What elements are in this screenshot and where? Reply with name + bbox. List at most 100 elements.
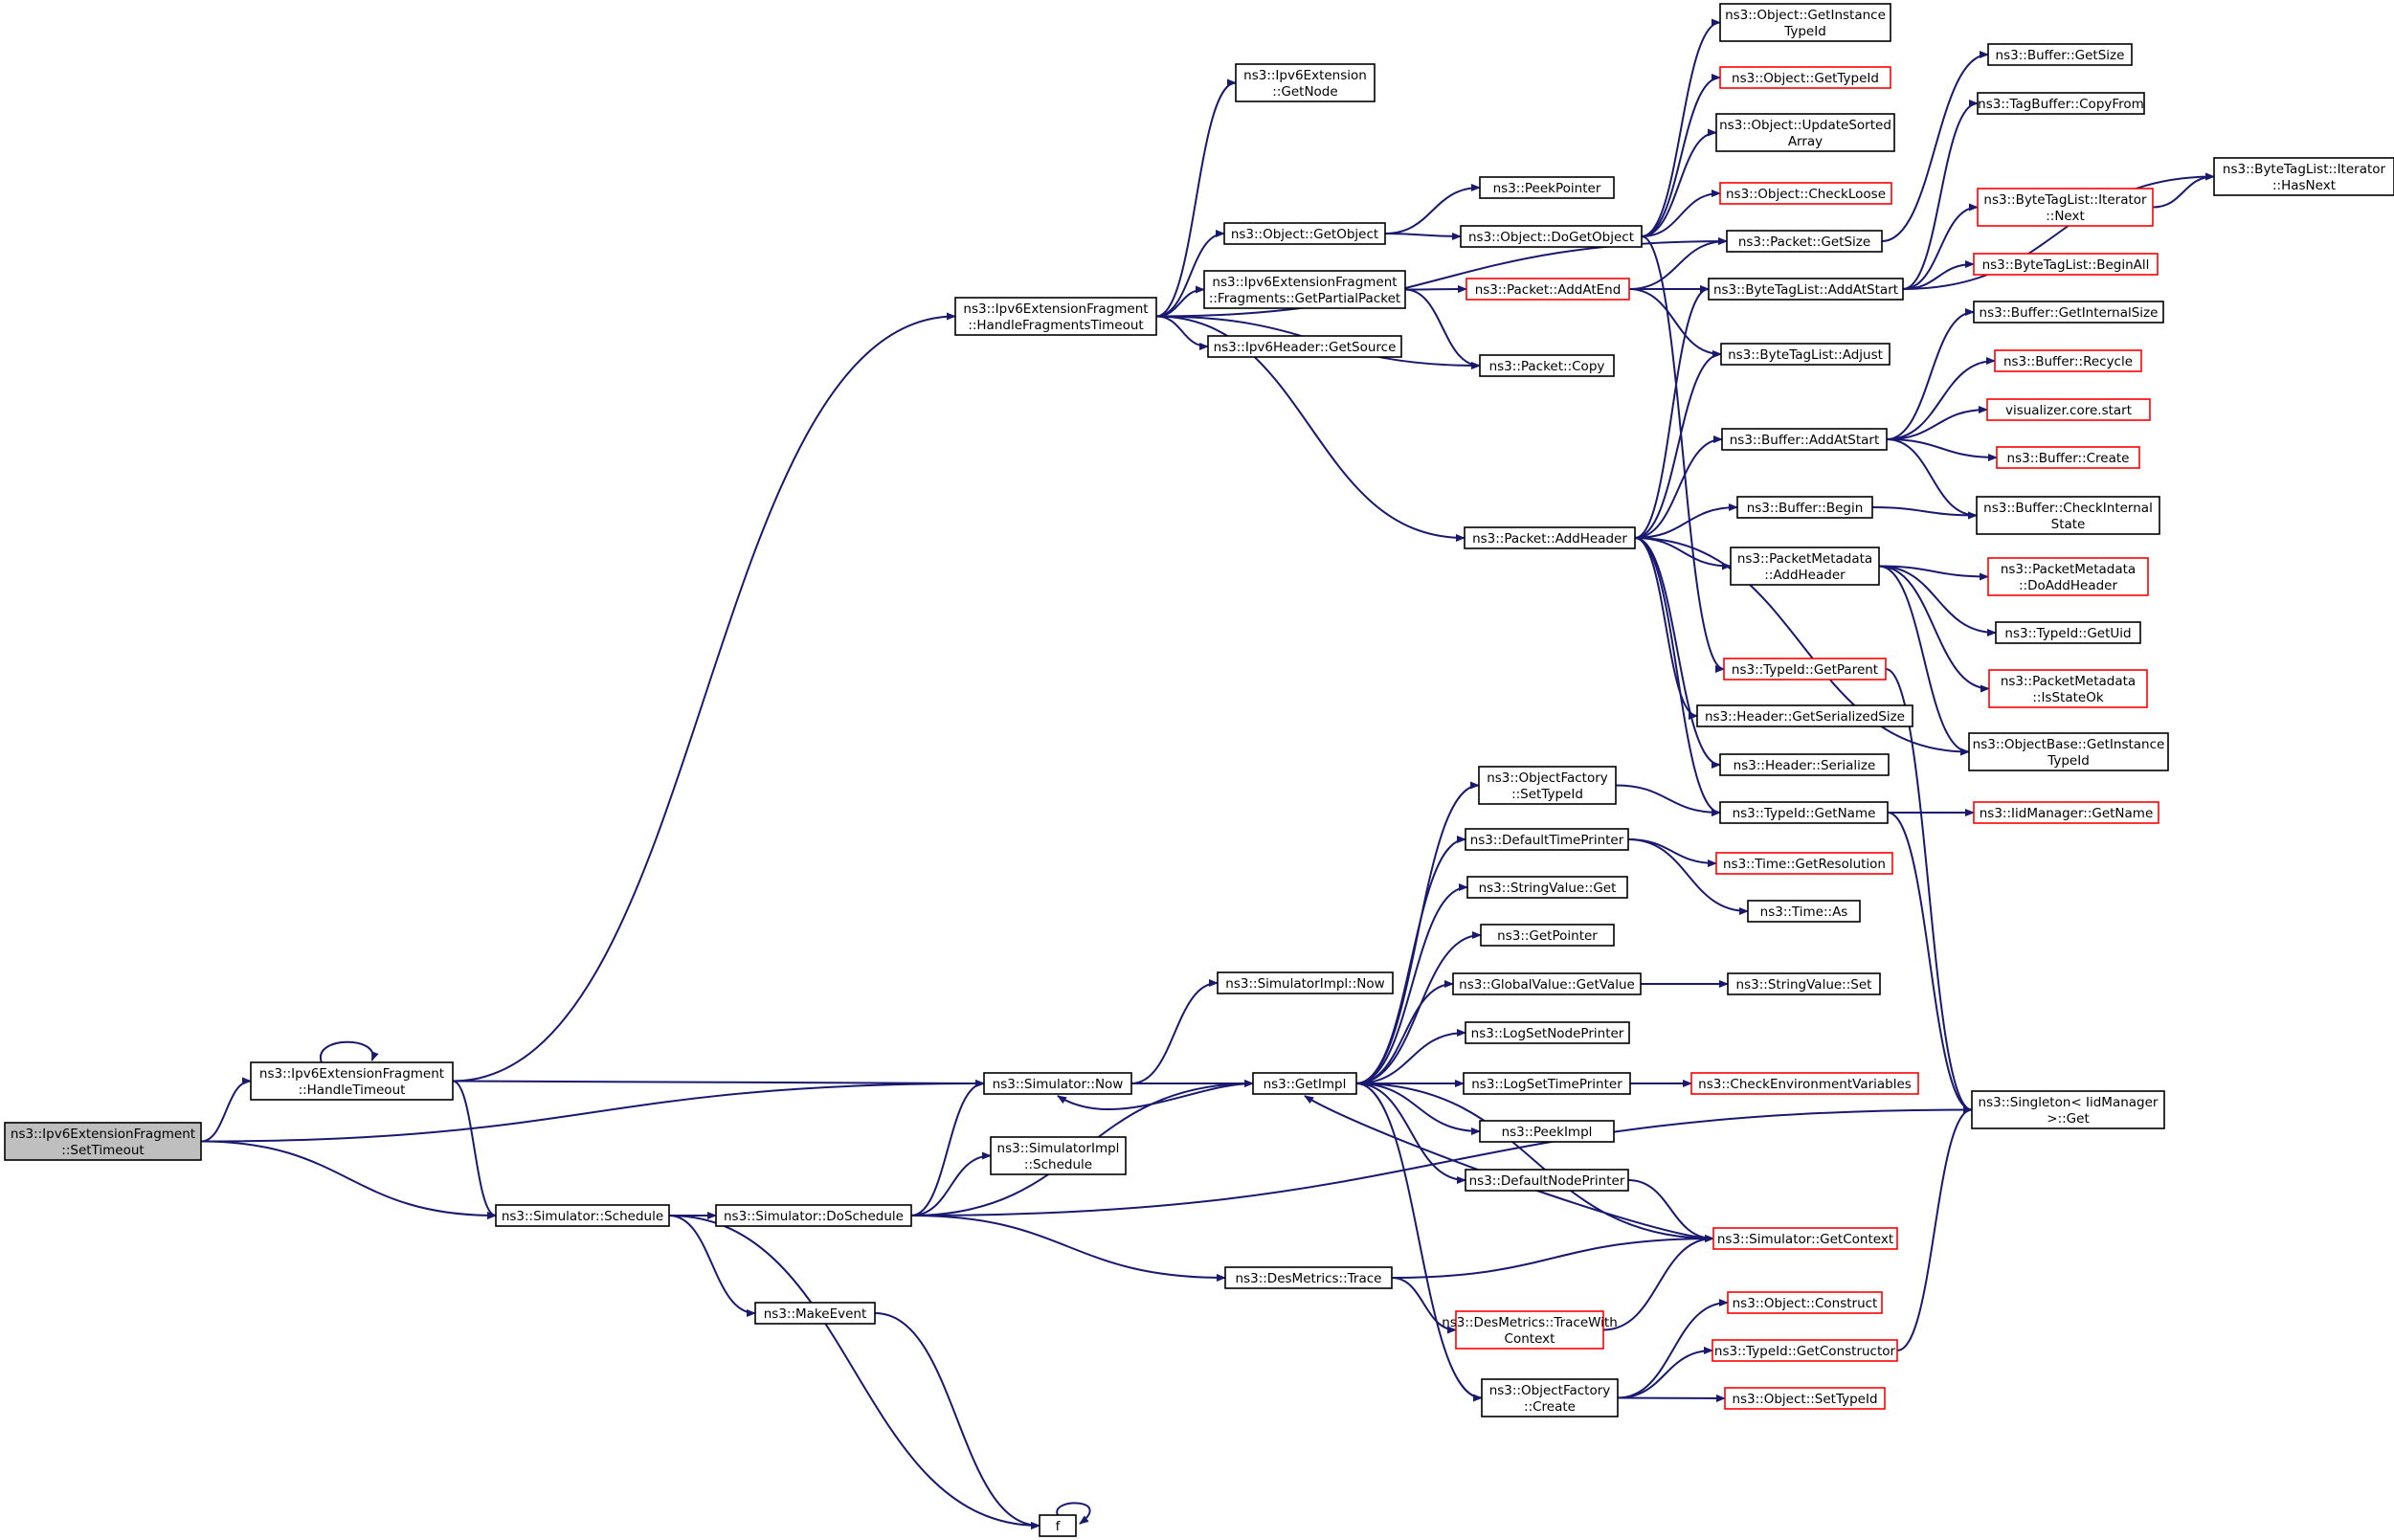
- call-edge: [1155, 315, 1209, 350]
- function-node-btlIterNext[interactable]: ns3::ByteTagList::Iterator::Next: [1977, 188, 2154, 227]
- function-node-desTrace[interactable]: ns3::DesMetrics::Trace: [1224, 1266, 1393, 1289]
- function-node-typeIdGetUid[interactable]: ns3::TypeId::GetUid: [1995, 621, 2141, 644]
- function-node-pmIsStateOk[interactable]: ns3::PacketMetadata::IsStateOk: [1988, 669, 2148, 708]
- function-node-pktCopy[interactable]: ns3::Packet::Copy: [1479, 354, 1615, 377]
- function-node-root[interactable]: ns3::Ipv6ExtensionFragment::SetTimeout: [4, 1122, 202, 1161]
- call-edge: [1886, 438, 1978, 520]
- function-node-iidGetName[interactable]: ns3::IidManager::GetName: [1973, 801, 2159, 824]
- node-label: ns3::Object::GetObject: [1231, 227, 1378, 242]
- function-node-tagCopyFrom[interactable]: ns3::TagBuffer::CopyFrom: [1977, 92, 2145, 115]
- function-node-getImpl[interactable]: ns3::GetImpl: [1252, 1072, 1357, 1095]
- function-node-handleFragTimeout[interactable]: ns3::Ipv6ExtensionFragment::HandleFragme…: [954, 297, 1157, 336]
- function-node-pmDoAddHeader[interactable]: ns3::PacketMetadata::DoAddHeader: [1987, 557, 2149, 596]
- function-node-gvGetValue[interactable]: ns3::GlobalValue::GetValue: [1452, 972, 1642, 995]
- function-node-checkLoose[interactable]: ns3::Object::CheckLoose: [1719, 182, 1892, 205]
- function-node-ofCreate[interactable]: ns3::ObjectFactory::Create: [1481, 1378, 1619, 1417]
- function-node-getPointer[interactable]: ns3::GetPointer: [1480, 924, 1615, 947]
- function-node-ofSetTypeId[interactable]: ns3::ObjectFactory::SetTypeId: [1478, 766, 1617, 805]
- function-node-simImplNow[interactable]: ns3::SimulatorImpl::Now: [1217, 971, 1394, 994]
- node-label: ns3::Header::GetSerializedSize: [1705, 709, 1905, 725]
- function-node-btlIterHasNext[interactable]: ns3::ByteTagList::Iterator::HasNext: [2213, 157, 2394, 196]
- function-node-typeIdGetParent[interactable]: ns3::TypeId::GetParent: [1723, 658, 1887, 681]
- function-node-peekPointer[interactable]: ns3::PeekPointer: [1479, 176, 1615, 199]
- call-edge: [1634, 503, 1738, 539]
- function-node-logSetNodePrinter[interactable]: ns3::LogSetNodePrinter: [1465, 1021, 1630, 1044]
- function-node-bufAddAtStart[interactable]: ns3::Buffer::AddAtStart: [1721, 428, 1888, 451]
- function-node-bufRecycle[interactable]: ns3::Buffer::Recycle: [1994, 349, 2142, 372]
- function-node-extGetNode[interactable]: ns3::Ipv6Extension::GetNode: [1235, 63, 1376, 102]
- node-label: ns3::CheckEnvironmentVariables: [1698, 1077, 1912, 1092]
- node-label: ns3::Buffer::CheckInternal: [1983, 501, 2153, 516]
- function-node-checkEnvVars[interactable]: ns3::CheckEnvironmentVariables: [1690, 1072, 1919, 1095]
- node-label: ::IsStateOk: [2032, 690, 2103, 705]
- node-label: ns3::IidManager::GetName: [1980, 806, 2154, 821]
- call-edge: [910, 1105, 1973, 1216]
- function-node-pmAddHeader[interactable]: ns3::PacketMetadata::AddHeader: [1730, 547, 1880, 586]
- function-node-typeIdGetName[interactable]: ns3::TypeId::GetName: [1719, 801, 1889, 824]
- function-node-simSchedule[interactable]: ns3::Simulator::Schedule: [495, 1204, 670, 1227]
- function-node-typeIdGetCtor[interactable]: ns3::TypeId::GetConstructor: [1712, 1339, 1898, 1362]
- node-label: ns3::Object::UpdateSorted: [1719, 118, 1891, 133]
- function-node-btlAddAtStart[interactable]: ns3::ByteTagList::AddAtStart: [1708, 278, 1904, 301]
- function-node-btlAdjust[interactable]: ns3::ByteTagList::Adjust: [1720, 343, 1891, 366]
- function-node-doGetObject[interactable]: ns3::Object::DoGetObject: [1460, 225, 1643, 248]
- call-edge: [1878, 565, 1997, 636]
- function-node-getPartialPacket[interactable]: ns3::Ipv6ExtensionFragment::Fragments::G…: [1203, 270, 1406, 309]
- function-node-btlBeginAll[interactable]: ns3::ByteTagList::BeginAll: [1973, 253, 2159, 276]
- function-node-bufCreate[interactable]: ns3::Buffer::Create: [1996, 446, 2140, 469]
- function-node-makeEvent[interactable]: ns3::MakeEvent: [754, 1302, 876, 1325]
- function-node-defNodePrinter[interactable]: ns3::DefaultNodePrinter: [1465, 1169, 1629, 1192]
- call-edge: [1641, 74, 1721, 237]
- function-node-objGetObject[interactable]: ns3::Object::GetObject: [1223, 222, 1386, 245]
- function-node-objConstruct[interactable]: ns3::Object::Construct: [1727, 1291, 1883, 1314]
- node-label: ns3::Simulator::Now: [993, 1077, 1124, 1092]
- function-node-objSetTypeId[interactable]: ns3::Object::SetTypeId: [1724, 1387, 1886, 1410]
- function-node-simDoSchedule[interactable]: ns3::Simulator::DoSchedule: [715, 1204, 912, 1227]
- node-label: ns3::TypeId::GetConstructor: [1714, 1344, 1896, 1359]
- node-box: [2213, 157, 2394, 196]
- function-node-bufBegin[interactable]: ns3::Buffer::Begin: [1736, 496, 1873, 519]
- node-label: ns3::Header::Serialize: [1734, 758, 1876, 773]
- function-node-simImplSchedule[interactable]: ns3::SimulatorImpl::Schedule: [990, 1136, 1127, 1175]
- function-node-defTimePrinter[interactable]: ns3::DefaultTimePrinter: [1465, 828, 1629, 851]
- node-box: [1455, 1310, 1604, 1350]
- function-node-strValGet[interactable]: ns3::StringValue::Get: [1466, 876, 1628, 899]
- node-box: [1747, 900, 1861, 923]
- node-label: ::AddHeader: [1764, 568, 1846, 583]
- function-node-simNow[interactable]: ns3::Simulator::Now: [983, 1072, 1132, 1095]
- node-box: [954, 297, 1157, 336]
- function-node-singletonGet[interactable]: ns3::Singleton< IidManager>::Get: [1971, 1090, 2165, 1129]
- node-label: ::HandleTimeout: [299, 1082, 406, 1098]
- function-node-handleTimeout[interactable]: ns3::Ipv6ExtensionFragment::HandleTimeou…: [250, 1061, 454, 1101]
- function-node-bufGetSize[interactable]: ns3::Buffer::GetSize: [1987, 43, 2133, 66]
- function-node-simGetContext[interactable]: ns3::Simulator::GetContext: [1712, 1227, 1898, 1250]
- function-node-peekImpl[interactable]: ns3::PeekImpl: [1479, 1120, 1615, 1143]
- function-node-f[interactable]: f: [1039, 1514, 1077, 1537]
- function-node-timeAs[interactable]: ns3::Time::As: [1747, 900, 1861, 923]
- function-node-objGetTypeId[interactable]: ns3::Object::GetTypeId: [1719, 66, 1891, 89]
- function-node-pktAddAtEnd[interactable]: ns3::Packet::AddAtEnd: [1465, 278, 1630, 301]
- function-node-bufGetInternalSize[interactable]: ns3::Buffer::GetInternalSize: [1973, 301, 2164, 324]
- call-edge: [1902, 100, 1979, 290]
- function-node-hdrGetSerSize[interactable]: ns3::Header::GetSerializedSize: [1696, 704, 1913, 727]
- node-label: ::Next: [2046, 209, 2085, 224]
- node-label: ns3::SimulatorImpl::Now: [1225, 976, 1384, 992]
- function-node-pktGetSize[interactable]: ns3::Packet::GetSize: [1726, 230, 1883, 253]
- function-node-logSetTimePrinter[interactable]: ns3::LogSetTimePrinter: [1463, 1072, 1631, 1095]
- call-edge: [1355, 980, 1454, 1084]
- call-edge: [1155, 78, 1237, 318]
- node-box: [1986, 398, 2151, 421]
- node-label: ns3::Simulator::Schedule: [502, 1209, 663, 1224]
- function-node-strValSet[interactable]: ns3::StringValue::Set: [1727, 972, 1881, 995]
- function-node-timeGetRes[interactable]: ns3::Time::GetResolution: [1715, 852, 1893, 875]
- node-box: [1994, 349, 2142, 372]
- function-node-vizStart[interactable]: visualizer.core.start: [1986, 398, 2151, 421]
- function-node-hdrSerialize[interactable]: ns3::Header::Serialize: [1719, 753, 1890, 776]
- function-node-ipv6GetSource[interactable]: ns3::Ipv6Header::GetSource: [1207, 335, 1402, 358]
- function-node-pktAddHeader[interactable]: ns3::Packet::AddHeader: [1464, 526, 1636, 549]
